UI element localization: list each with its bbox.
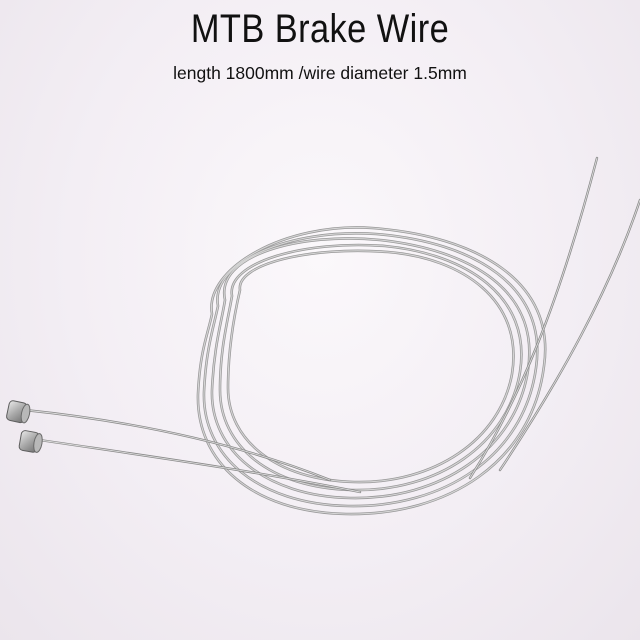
wire-tails	[23, 408, 362, 494]
wire-free-ends	[468, 156, 640, 480]
wire-coil	[196, 226, 547, 516]
wire-nipple-upper	[6, 400, 31, 424]
product-title: MTB Brake Wire	[190, 7, 450, 51]
product-spec: length 1800mm /wire diameter 1.5mm	[173, 63, 467, 83]
wire-nipple-lower	[18, 430, 43, 453]
